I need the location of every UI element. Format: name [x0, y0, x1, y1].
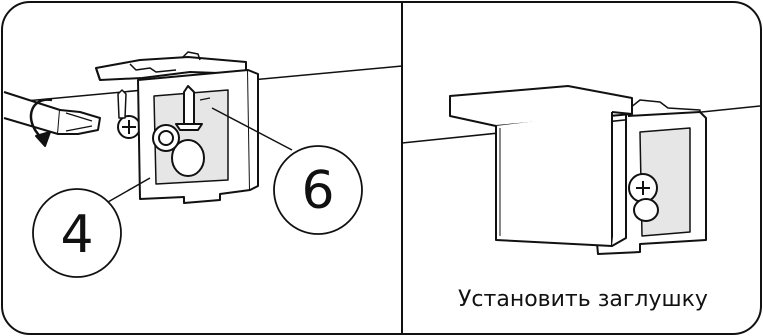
callout-label-4: 4: [60, 205, 93, 265]
left-panel: [3, 51, 403, 278]
callout-circle-4: [32, 188, 122, 278]
end-cap-icon: [449, 85, 633, 247]
caption: Установить заглушку: [458, 287, 708, 312]
callout-label-6: 6: [301, 161, 334, 221]
callout-circle-6: [273, 145, 363, 235]
right-panel: [401, 85, 761, 255]
rotation-arrow-icon: [29, 98, 53, 147]
bracket-icon: [95, 51, 259, 204]
leader-line-6: [211, 107, 293, 151]
leader-line-4: [107, 177, 151, 203]
